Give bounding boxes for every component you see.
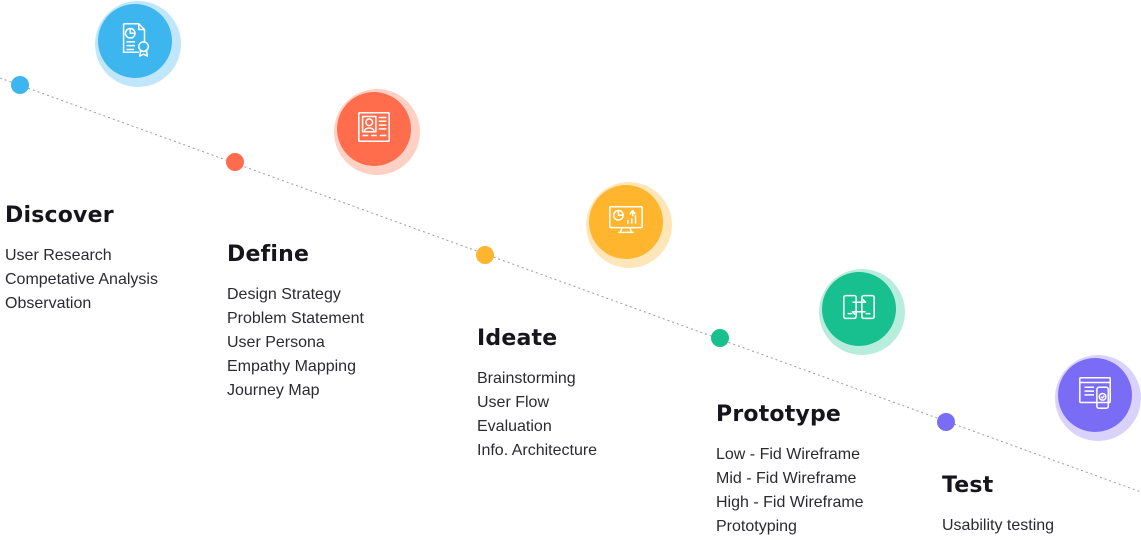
list-item: Prototyping — [716, 518, 797, 535]
list-item: User Research — [5, 247, 112, 264]
stage-prototype: Prototype Low - Fid Wireframe Mid - Fid … — [716, 402, 864, 539]
stage-test: Test Usability testing — [942, 473, 1054, 538]
prototype-dot — [711, 329, 729, 347]
stage-items: User Research Competative Analysis Obser… — [5, 244, 158, 316]
list-item: Info. Architecture — [477, 442, 598, 459]
usability-check-icon — [1076, 374, 1114, 417]
discover-dot — [11, 76, 29, 94]
user-profile-icon — [355, 108, 393, 151]
stage-title: Ideate — [477, 326, 558, 351]
list-item: Competative Analysis — [5, 271, 158, 288]
stage-define: Define Design Strategy Problem Statement… — [227, 242, 364, 403]
list-item: Empathy Mapping — [227, 358, 356, 375]
list-item: Observation — [5, 295, 92, 312]
list-item: High - Fid Wireframe — [716, 494, 864, 511]
stage-items: Design Strategy Problem Statement User P… — [227, 283, 364, 403]
define-badge — [334, 89, 420, 175]
ideate-badge — [586, 182, 672, 268]
test-dot — [937, 413, 955, 431]
list-item: Mid - Fid Wireframe — [716, 470, 857, 487]
stage-items: Low - Fid Wireframe Mid - Fid Wireframe … — [716, 443, 864, 539]
list-item: User Flow — [477, 394, 550, 411]
list-item: Journey Map — [227, 382, 320, 399]
stage-title: Discover — [5, 203, 114, 228]
list-item: Evaluation — [477, 418, 552, 435]
list-item: Design Strategy — [227, 286, 341, 303]
stage-title: Prototype — [716, 402, 842, 427]
stage-title: Test — [942, 473, 994, 498]
report-award-icon — [116, 20, 154, 63]
list-item: Brainstorming — [477, 370, 576, 387]
stage-items: Usability testing — [942, 514, 1054, 538]
device-sync-icon — [840, 288, 878, 331]
test-badge — [1055, 355, 1141, 441]
list-item: User Persona — [227, 334, 325, 351]
prototype-badge — [819, 269, 905, 355]
analytics-monitor-icon — [607, 201, 645, 244]
ideate-dot — [476, 246, 494, 264]
list-item: Low - Fid Wireframe — [716, 446, 861, 463]
list-item: Problem Statement — [227, 310, 364, 327]
stage-discover: Discover User Research Competative Analy… — [5, 203, 158, 316]
define-dot — [226, 153, 244, 171]
stage-ideate: Ideate Brainstorming User Flow Evaluatio… — [477, 326, 597, 463]
list-item: Usability testing — [942, 517, 1055, 534]
stage-items: Brainstorming User Flow Evaluation Info.… — [477, 367, 597, 463]
stage-title: Define — [227, 242, 310, 267]
discover-badge — [95, 1, 181, 87]
